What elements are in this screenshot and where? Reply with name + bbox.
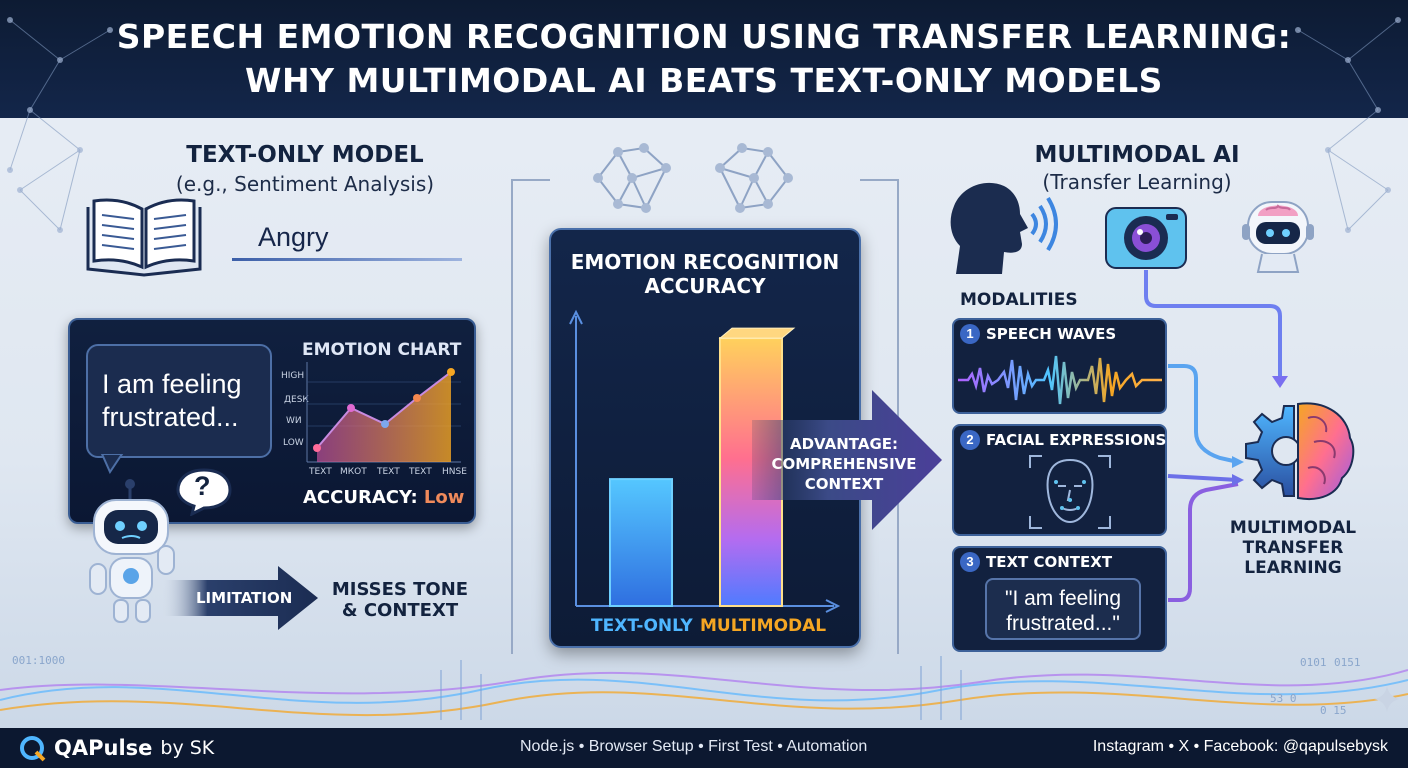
book-icon: [86, 198, 202, 277]
modality-number: 1: [960, 324, 980, 344]
multimodal-subtitle: (Transfer Learning): [1042, 170, 1232, 194]
emotion-point: [447, 368, 455, 376]
y-tick: LOW: [283, 438, 304, 448]
y-tick: ДЕSК: [284, 395, 309, 405]
modality-label: SPEECH WAVES: [986, 325, 1117, 343]
x-tick: MКОТ: [340, 467, 367, 477]
x-tick: HNSE: [442, 467, 467, 477]
limitation-text: MISSES TONE & CONTEXT: [331, 579, 469, 621]
binary-decoration: 0101: [1300, 656, 1327, 669]
header-banner: SPEECH EMOTION RECOGNITION USING TRANSFE…: [0, 0, 1408, 118]
footer-topics: Node.js • Browser Setup • First Test • A…: [520, 738, 868, 755]
text-only-subtitle: (e.g., Sentiment Analysis): [175, 172, 435, 196]
gear-brain-icon: [1245, 402, 1355, 500]
face-scan-icon: [1029, 455, 1111, 529]
modality-number: 3: [960, 552, 980, 572]
multimodal-title: MULTIMODAL AI: [1034, 142, 1240, 168]
y-tick: WИ: [286, 416, 302, 426]
brand-by: by SK: [160, 737, 215, 759]
limitation-label: LIMITATION: [196, 589, 293, 607]
page-title-line2: WHY MULTIMODAL AI BEATS TEXT-ONLY MODELS: [245, 61, 1163, 100]
modalities-heading: MODALITIES: [960, 290, 1078, 310]
speaking-head-icon: [950, 182, 1058, 274]
emotion-point: [413, 394, 421, 402]
network-decoration-right: [1295, 17, 1401, 233]
confused-robot-icon: [89, 479, 175, 623]
camera-icon: [1105, 207, 1187, 269]
modality-label: FACIAL EXPRESSIONS: [986, 431, 1167, 449]
emotion-point: [347, 404, 355, 412]
emotion-label: Angry: [258, 222, 329, 252]
speech-bubble: I am feeling frustrated...: [86, 344, 272, 458]
accuracy-value: Low: [423, 487, 465, 508]
text-only-accuracy: ACCURACY: Low: [303, 487, 464, 508]
emotion-area: [317, 372, 451, 462]
brand-logo-icon: [20, 736, 46, 762]
question-mark: ?: [194, 471, 211, 501]
x-tick: TEXT: [409, 467, 432, 477]
accuracy-chart-title: EMOTION RECOGNITION ACCURACY: [570, 250, 840, 298]
speech-waveform-icon: [958, 355, 1162, 405]
brain-network-icon: [715, 143, 793, 213]
emotion-underline: [232, 258, 462, 261]
binary-decoration: 0 15: [1320, 704, 1347, 717]
footer-bar: [0, 728, 1408, 768]
bar-cap-multimodal: [718, 327, 796, 339]
advantage-label: ADVANTAGE: COMPREHENSIVE CONTEXT: [771, 435, 917, 493]
binary-decoration: 53 0: [1270, 692, 1297, 705]
y-tick: HIGH: [281, 371, 305, 381]
multimodal-result-label: MULTIMODAL TRANSFER LEARNING: [1229, 518, 1357, 578]
modality-number: 2: [960, 430, 980, 450]
binary-decoration: 0151: [1334, 656, 1361, 669]
bar-label-multimodal: MULTIMODAL: [700, 616, 827, 636]
bar-text-only: [609, 478, 673, 608]
emotion-mini-chart: [306, 362, 461, 463]
data-wave-decoration: [0, 656, 1408, 720]
x-tick: TEXT: [377, 467, 400, 477]
emotion-point: [313, 444, 321, 452]
brand-name: QAPulse: [54, 736, 153, 760]
emotion-chart-title: EMOTION CHART: [302, 340, 462, 360]
text-only-title: TEXT-ONLY MODEL: [186, 142, 424, 168]
robot-brain-icon: [1242, 201, 1314, 273]
emotion-point: [381, 420, 389, 428]
modality-connectors: [1144, 270, 1288, 602]
question-bubble-icon: [176, 468, 232, 516]
modality-label: TEXT CONTEXT: [986, 553, 1113, 571]
bubble-tail: [100, 454, 124, 474]
modality-card-facial: [952, 424, 1167, 536]
limitation-arrow: [160, 566, 318, 630]
brain-network-icon: [593, 143, 671, 213]
x-tick: TEXT: [309, 467, 332, 477]
sparkle-icon: [1374, 686, 1400, 712]
page-title: SPEECH EMOTION RECOGNITION USING TRANSFE…: [117, 15, 1292, 103]
page-title-line1: SPEECH EMOTION RECOGNITION USING TRANSFE…: [116, 17, 1292, 56]
footer-social: Instagram • X • Facebook: @qapulsebysk: [1092, 738, 1388, 755]
binary-decoration: 001:1000: [12, 654, 65, 667]
bar-label-text-only: TEXT-ONLY: [591, 616, 693, 636]
brand: QAPulse by SK: [18, 728, 214, 768]
network-decoration-left: [7, 17, 113, 233]
advantage-arrow: [752, 390, 942, 530]
text-context-quote: "I am feeling frustrated...": [985, 578, 1141, 640]
accuracy-label: ACCURACY:: [303, 487, 418, 508]
